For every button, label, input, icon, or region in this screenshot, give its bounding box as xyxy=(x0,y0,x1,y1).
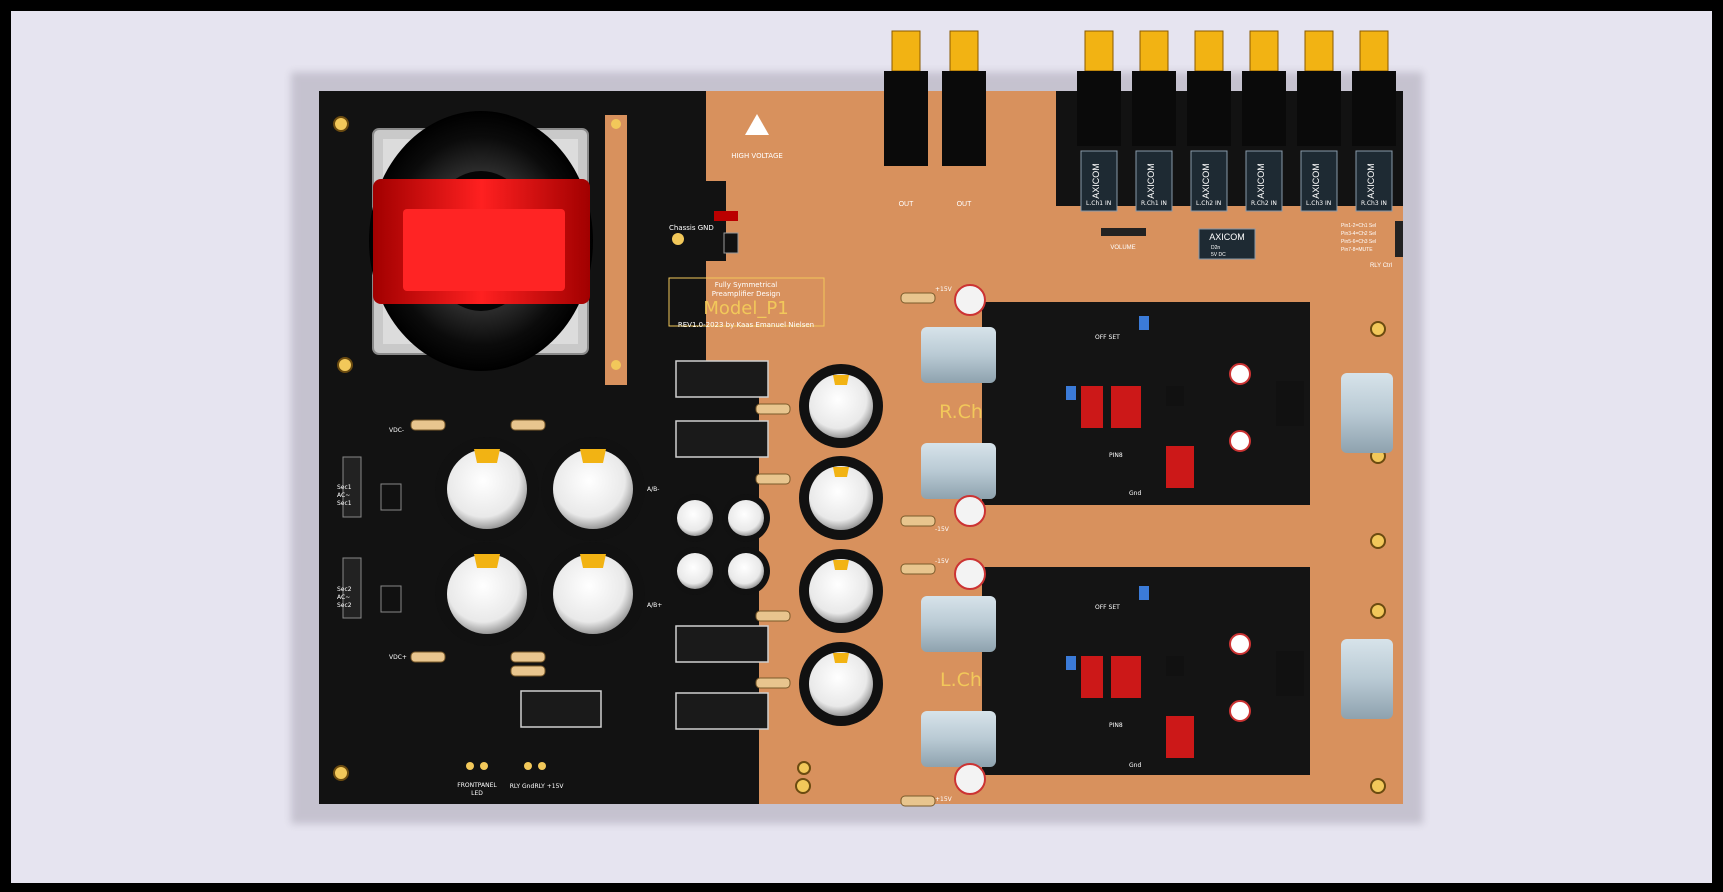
chassis-gnd-zone xyxy=(651,181,726,261)
input-label-l2: L.Ch2 IN xyxy=(1196,200,1221,207)
l-plus15-label: +15V xyxy=(935,796,953,803)
vdc-plus-label: VDC+ xyxy=(389,654,407,661)
pin-map-4: Pin7-8=MUTE xyxy=(1341,247,1373,253)
l-channel-components[interactable] xyxy=(954,558,1304,795)
sec1-label-a: Sec1 xyxy=(337,484,352,491)
chassis-gnd[interactable]: Chassis GND xyxy=(669,211,739,254)
psu-capacitors[interactable] xyxy=(435,437,645,646)
sec2-label-b: Sec2 xyxy=(337,602,352,609)
mute-relay-rating: 5V DC xyxy=(1211,252,1226,258)
volume-label: VOLUME xyxy=(1110,245,1135,251)
chassis-gnd-label: Chassis GND xyxy=(669,224,714,232)
r-plus15-label: +15V xyxy=(935,286,953,293)
r-channel-components[interactable] xyxy=(954,284,1304,527)
r-offset-label: OFF SET xyxy=(1095,334,1120,341)
rca-inputs[interactable]: AXICOM AXICOM AXICOM AXICOM AXICOM AXICO… xyxy=(1077,30,1396,212)
resistors xyxy=(410,292,936,807)
relay-label-1: AXICOM xyxy=(1091,163,1101,199)
mute-relay-part: D2n xyxy=(1211,245,1220,251)
pin-map-1: Pin1-2=Ch1 Sel xyxy=(1341,223,1376,229)
input-label-l1: L.Ch1 IN xyxy=(1086,200,1111,207)
r-minus15-label: -15V xyxy=(935,526,950,533)
mute-relay[interactable]: AXICOM D2n 5V DC xyxy=(1198,228,1256,260)
subtitle-2: Preamplifier Design xyxy=(712,290,781,298)
film-capacitors[interactable] xyxy=(921,327,1393,767)
heatsinks[interactable] xyxy=(520,311,1041,730)
high-voltage-icon: HIGH VOLTAGE xyxy=(731,114,783,160)
input-label-l3: L.Ch3 IN xyxy=(1306,200,1331,207)
r-pin8-label: PIN8 xyxy=(1109,452,1123,459)
regulator-capacitors[interactable] xyxy=(671,364,883,726)
subtitle-1: Fully Symmetrical xyxy=(715,281,778,289)
input-labels: L.Ch1 IN R.Ch1 IN L.Ch2 IN R.Ch2 IN L.Ch… xyxy=(1086,200,1387,207)
rly-gnd-label: RLY Gnd xyxy=(510,783,535,790)
ab-plus-label: A/B+ xyxy=(647,602,662,609)
input-label-r1: R.Ch1 IN xyxy=(1141,200,1167,207)
l-minus15-label: -15V xyxy=(935,558,950,565)
relay-label-5: AXICOM xyxy=(1311,163,1321,199)
rail-labels: +15V -15V -15V +15V OFF SET OFF SET PIN8… xyxy=(647,286,1141,803)
sec2-label-ac: AC~ xyxy=(337,594,350,601)
l-offset-label: OFF SET xyxy=(1095,604,1120,611)
revision-label: REV1.0-2023 by Kaas Emanuel Nielsen xyxy=(678,321,814,329)
led-label: LED xyxy=(471,790,483,797)
relay-label-4: AXICOM xyxy=(1256,163,1266,199)
input-label-r2: R.Ch2 IN xyxy=(1251,200,1277,207)
mains-strip xyxy=(605,115,627,385)
relay-label-3: AXICOM xyxy=(1201,163,1211,199)
l-gnd-label: Gnd xyxy=(1129,762,1141,769)
title-block: Fully Symmetrical Preamplifier Design Mo… xyxy=(668,277,825,329)
ab-minus-label: A/B- xyxy=(647,486,659,493)
l-channel-zone xyxy=(980,565,1312,777)
relay-label-2: AXICOM xyxy=(1146,163,1156,199)
l-pin8-label: PIN8 xyxy=(1109,722,1123,729)
rly-15v-label: RLY +15V xyxy=(534,783,564,790)
sec1-label-b: Sec1 xyxy=(337,500,352,507)
front-panel-label: FRONTPANEL xyxy=(457,782,497,789)
out-label-1: OUT xyxy=(899,201,915,208)
toroidal-transformer[interactable] xyxy=(369,111,593,371)
relay-label-6: AXICOM xyxy=(1366,163,1376,199)
high-voltage-label: HIGH VOLTAGE xyxy=(731,152,783,160)
pcb-render: Chassis GND HIGH VOLTAGE Fully Symmetric… xyxy=(291,30,1423,824)
vdc-minus-label: VDC- xyxy=(389,427,404,434)
3d-viewport[interactable]: Chassis GND HIGH VOLTAGE Fully Symmetric… xyxy=(11,11,1712,883)
l-channel-label: L.Ch xyxy=(940,669,982,691)
rly-ctrl-label: RLY Ctrl xyxy=(1370,263,1392,269)
pin-map-2: Pin3-4=Ch2 Sel xyxy=(1341,231,1376,237)
out-label-2: OUT xyxy=(957,201,973,208)
r-gnd-label: Gnd xyxy=(1129,490,1141,497)
volume-header[interactable]: VOLUME xyxy=(1101,228,1146,251)
r-channel-label: R.Ch xyxy=(939,401,983,423)
bottom-connectors[interactable]: FRONTPANEL LED RLY Gnd RLY +15V xyxy=(457,762,564,797)
r-channel-zone xyxy=(980,300,1312,507)
mute-relay-brand: AXICOM xyxy=(1209,232,1245,242)
sec1-label-ac: AC~ xyxy=(337,492,350,499)
ac-connectors[interactable]: Sec1 AC~ Sec1 Sec2 AC~ Sec2 VDC- VDC+ xyxy=(337,427,407,661)
rly-ctrl-header[interactable]: RLY Ctrl Pin1-2=Ch1 Sel Pin3-4=Ch2 Sel P… xyxy=(1341,221,1403,269)
rca-outputs[interactable]: OUT OUT xyxy=(884,30,986,208)
model-title: Model_P1 xyxy=(703,298,788,319)
sec2-label-a: Sec2 xyxy=(337,586,352,593)
input-label-r3: R.Ch3 IN xyxy=(1361,200,1387,207)
pin-map-3: Pin5-6=Ch3 Sel xyxy=(1341,239,1376,245)
